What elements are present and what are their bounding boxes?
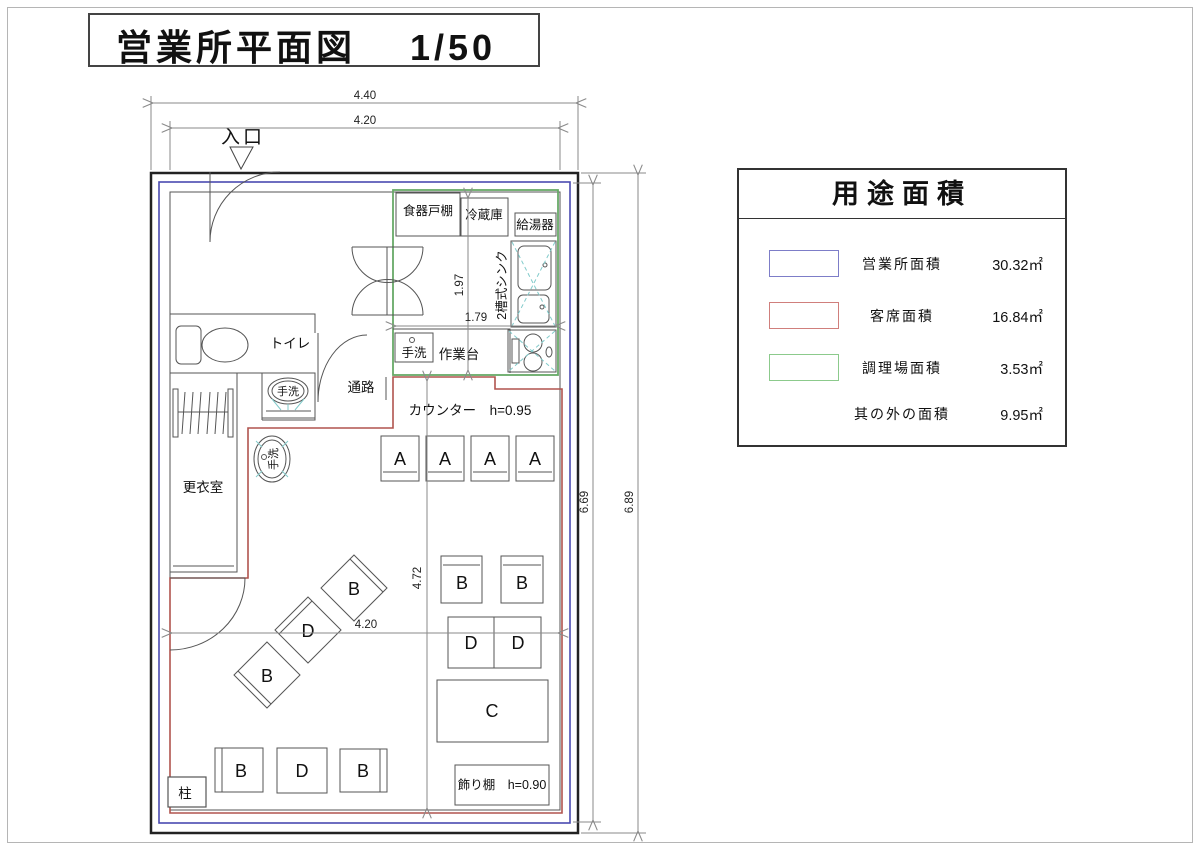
stool-a2-label: A [439,449,451,469]
floor-hand-wash-dashes [255,440,289,478]
table-b-bottom2-label: B [357,761,369,781]
toilet-fixture [175,325,249,365]
kitchen-cupboard-label: 食器戸棚 [403,203,453,218]
passage-label: 通路 [348,380,375,395]
dim-top-inner: 4.20 [354,115,376,127]
dim-kitchen-width: 1.79 [465,312,487,324]
table-b-right2-label: B [516,573,528,593]
outer-wall [149,171,580,835]
shelf-label: 飾り棚 h=0.90 [458,777,547,792]
legend-label: 客席面積 [870,308,934,324]
dim-right-outer: 6.89 [624,491,636,513]
floor-hand-wash-label: 手洗 [266,448,280,470]
pillar: 柱 [167,776,207,808]
seating-area-boundary [169,376,563,814]
table-c-label: C [486,701,499,721]
page-border [7,7,1193,843]
legend-row-other: 其の外の面積 9.95㎡ [739,400,1065,430]
table-b-right1-label: B [456,573,468,593]
kitchen-hand-wash-label: 手洗 [401,346,427,360]
entrance-marker: 入口 [221,127,265,171]
toilet-hand-wash-label: 手洗 [277,384,299,398]
usage-area-legend: 用途面積 営業所面積 30.32㎡ 客席面積 16.84㎡ 調理場面積 3.53… [737,168,1067,447]
stool-a4-label: A [529,449,541,469]
toilet-door [317,333,368,403]
tables-bottom [214,747,388,794]
table-b-diag2-label: B [261,666,273,686]
dim-kitchen-height: 1.97 [454,274,466,296]
title-box: 営業所平面図 1/50 [88,13,540,68]
table-b-diag1-label: B [348,579,360,599]
toilet-hand-wash-basin [261,372,316,419]
legend-value: 16.84㎡ [992,310,1043,326]
kitchen-work-table-label: 作業台 [439,347,480,362]
table-d-right1-label: D [465,633,478,653]
table-d-bottom-label: D [296,761,309,781]
legend-value: 9.95㎡ [1000,408,1043,424]
toilet-hand-wash-dashes [271,398,305,411]
dim-seating-width: 4.20 [355,619,377,631]
table-d-diag-label: D [302,621,315,641]
kitchen-dashed-marks [508,241,556,372]
kitchen-sink-label: 2槽式シンク [495,250,509,319]
page-title: 営業所平面図 1/50 [116,27,497,68]
legend-label: 営業所面積 [862,256,942,272]
counter-stools [380,435,555,482]
dim-seating-height: 4.72 [412,567,424,589]
legend-value: 30.32㎡ [992,258,1043,274]
kitchen-area-swatch [769,354,839,381]
entrance-label: 入口 [221,127,265,148]
stool-a3-label: A [484,449,496,469]
legend-value: 3.53㎡ [1000,362,1043,378]
tables-right [436,555,550,806]
legend-row-office: 営業所面積 30.32㎡ [739,250,1065,280]
changing-room-walls [169,372,238,573]
legend-title: 用途面積 [739,170,1065,219]
office-area-swatch [769,250,839,277]
counter-label: カウンター h=0.95 [409,403,532,418]
legend-label: 其の外の面積 [854,406,950,422]
legend-row-seating: 客席面積 16.84㎡ [739,302,1065,332]
dim-right-inner: 6.69 [579,491,591,513]
floor-hand-wash-basin [253,435,291,483]
kitchen-fixtures [393,192,557,373]
table-d-right2-label: D [512,633,525,653]
changing-room-door [169,577,246,651]
entrance-door [209,171,281,243]
toilet-label: トイレ [270,336,311,351]
legend-row-kitchen: 調理場面積 3.53㎡ [739,354,1065,384]
dimension-lines [142,96,646,842]
legend-label: 調理場面積 [862,360,942,376]
changing-room-label: 更衣室 [183,479,224,495]
tables-diagonal [233,554,388,709]
table-b-bottom1-label: B [235,761,247,781]
stool-a1-label: A [394,449,406,469]
kitchen-fridge-label: 冷蔵庫 [465,208,503,222]
dim-top-outer: 4.40 [354,90,376,102]
kitchen-double-door [351,246,424,316]
pillar-label: 柱 [178,786,192,801]
seating-area-swatch [769,302,839,329]
kitchen-water-heater-label: 給湯器 [516,218,554,232]
office-area-boundary [158,181,571,824]
